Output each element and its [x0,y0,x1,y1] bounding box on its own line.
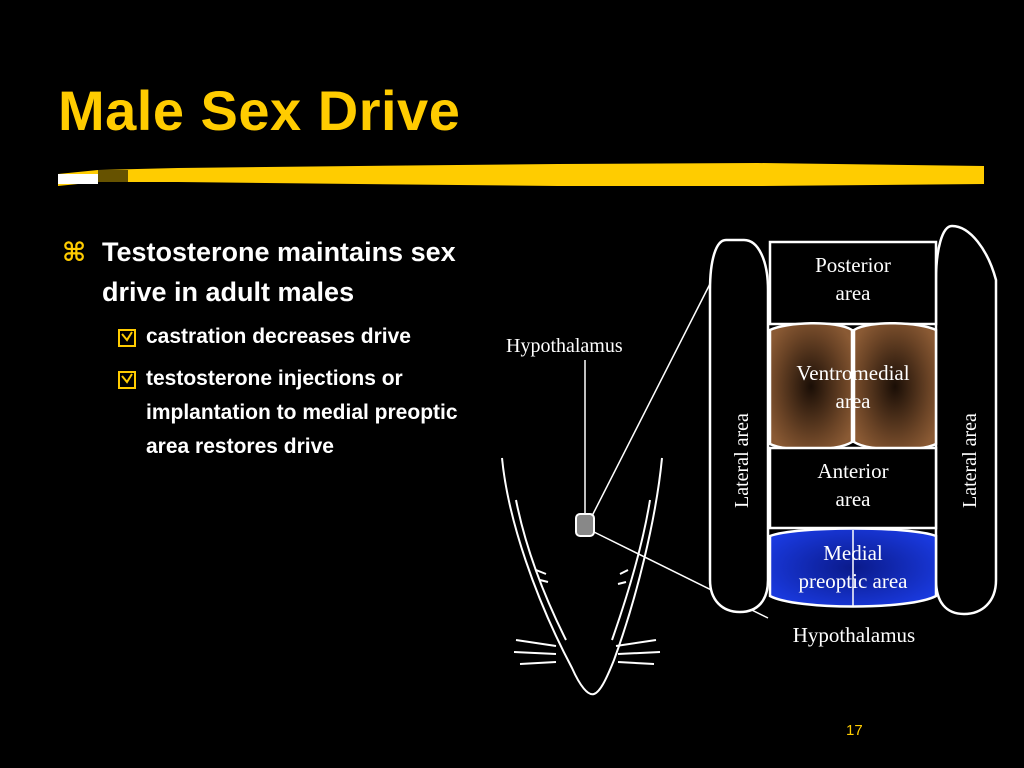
command-bullet-icon: ⌘ [62,237,87,267]
region-ventromedial-area: Ventromedial area [768,322,938,451]
svg-text:Ventromedial: Ventromedial [796,361,909,385]
region-lateral-right: Lateral area [934,224,998,616]
sub-bullet-text: castration decreases drive [146,325,411,348]
page-number: 17 [846,722,863,739]
svg-text:Posterior: Posterior [815,253,891,277]
slide-title: Male Sex Drive [58,79,461,142]
hypothalamus-diagram: Hypothalamus Lateral area Lateral area P… [501,224,998,696]
check-box-icon [118,329,136,347]
svg-text:area: area [836,281,872,305]
svg-text:Lateral area: Lateral area [731,413,753,508]
svg-text:area: area [836,389,872,413]
callout-label: Hypothalamus [506,335,623,357]
region-medial-preoptic-area: Medial preoptic area [768,527,938,608]
main-bullet: ⌘ Testosterone maintains sex drive in ad… [62,232,482,312]
hypothalamus-marker [575,513,595,537]
svg-text:Medial: Medial [823,541,883,565]
region-anterior-area: Anterior area [768,446,938,530]
svg-text:Anterior: Anterior [817,459,888,483]
svg-text:area: area [836,487,872,511]
sub-bullet-castration: castration decreases drive [62,320,482,354]
region-lateral-left: Lateral area [708,238,770,614]
region-posterior-area: Posterior area [768,240,938,326]
bullet-list: ⌘ Testosterone maintains sex drive in ad… [62,232,482,464]
svg-text:Lateral area: Lateral area [959,413,981,508]
sub-bullet-text: testosterone injections or implantation … [146,367,458,458]
check-box-icon [118,371,136,389]
svg-text:preoptic area: preoptic area [798,569,908,593]
diagram-caption: Hypothalamus [793,623,915,647]
title-underline-brushstroke [58,163,984,186]
rat-head-outline [501,457,663,696]
main-bullet-text: Testosterone maintains sex drive in adul… [102,237,456,307]
sub-bullet-testosterone: testosterone injections or implantation … [62,362,482,464]
